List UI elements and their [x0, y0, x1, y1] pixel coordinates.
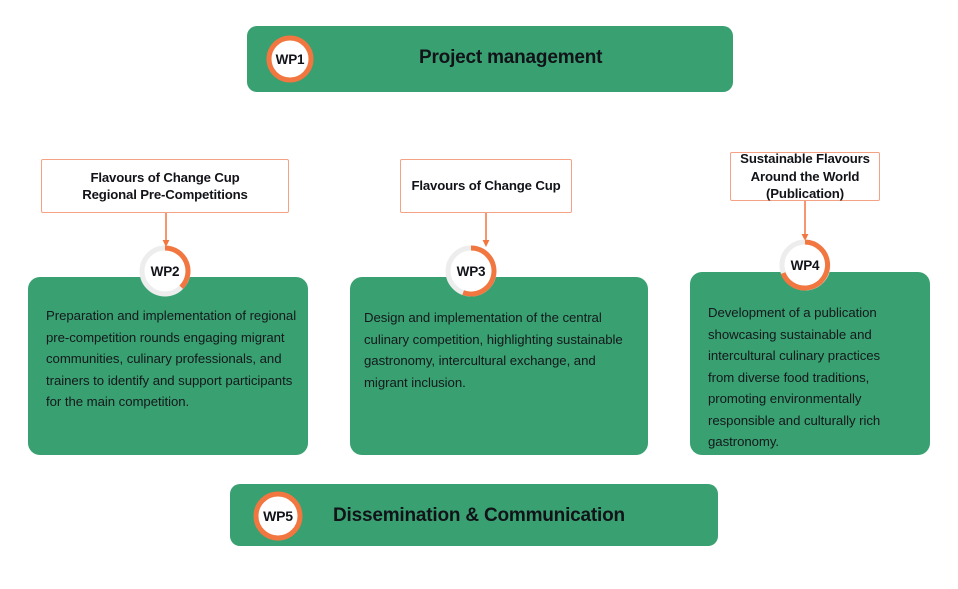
- wp3-ring-icon: [445, 245, 497, 297]
- wp3-label-box[interactable]: Flavours of Change Cup: [400, 159, 572, 213]
- wp2-connector-arrow: [162, 213, 170, 247]
- wp3-label-text: Flavours of Change Cup: [405, 177, 566, 194]
- wp2-label-box[interactable]: Flavours of Change Cup Regional Pre-Comp…: [41, 159, 289, 213]
- wp2-body-text: Preparation and implementation of region…: [46, 308, 297, 410]
- wp2-label-line-1: Flavours of Change Cup: [90, 169, 240, 185]
- wp4-label-line-2: Around the World: [750, 168, 860, 184]
- wp5-banner[interactable]: [230, 484, 718, 546]
- wp3-connector-arrow: [482, 213, 490, 247]
- wp1-title: Project management: [419, 47, 603, 68]
- wp5-title: Dissemination & Communication: [333, 505, 625, 526]
- wp4-badge[interactable]: WP4: [777, 237, 833, 293]
- wp3-badge[interactable]: WP3: [443, 243, 499, 299]
- wp4-label-box[interactable]: Sustainable Flavours Around the World (P…: [730, 150, 880, 202]
- wp1-banner[interactable]: [247, 26, 733, 92]
- wp4-ring-icon: [779, 239, 831, 291]
- wp5-ring-icon: [253, 491, 303, 541]
- wp3-card[interactable]: [350, 277, 648, 455]
- wp2-ring-icon: [139, 245, 191, 297]
- wp4-label-line-1: Sustainable Flavours: [740, 151, 870, 167]
- wp4-label-text: Sustainable Flavours Around the World (P…: [734, 150, 876, 202]
- wp4-body-text: Development of a publication showcasing …: [708, 305, 881, 450]
- wp2-label-line-2: Regional Pre-Competitions: [82, 187, 248, 202]
- wp2-badge[interactable]: WP2: [137, 243, 193, 299]
- wp1-ring-icon: [266, 35, 314, 83]
- wp4-connector-arrow: [801, 201, 809, 241]
- wp5-badge[interactable]: WP5: [252, 490, 304, 542]
- wp2-label-text: Flavours of Change Cup Regional Pre-Comp…: [76, 169, 254, 204]
- wp1-badge[interactable]: WP1: [265, 34, 315, 84]
- wp2-card[interactable]: [28, 277, 308, 455]
- wp4-card[interactable]: [690, 272, 930, 455]
- wp3-body-text: Design and implementation of the central…: [364, 310, 623, 390]
- wp4-label-line-3: (Publication): [766, 186, 844, 202]
- wp3-label-line-1: Flavours of Change Cup: [411, 178, 561, 194]
